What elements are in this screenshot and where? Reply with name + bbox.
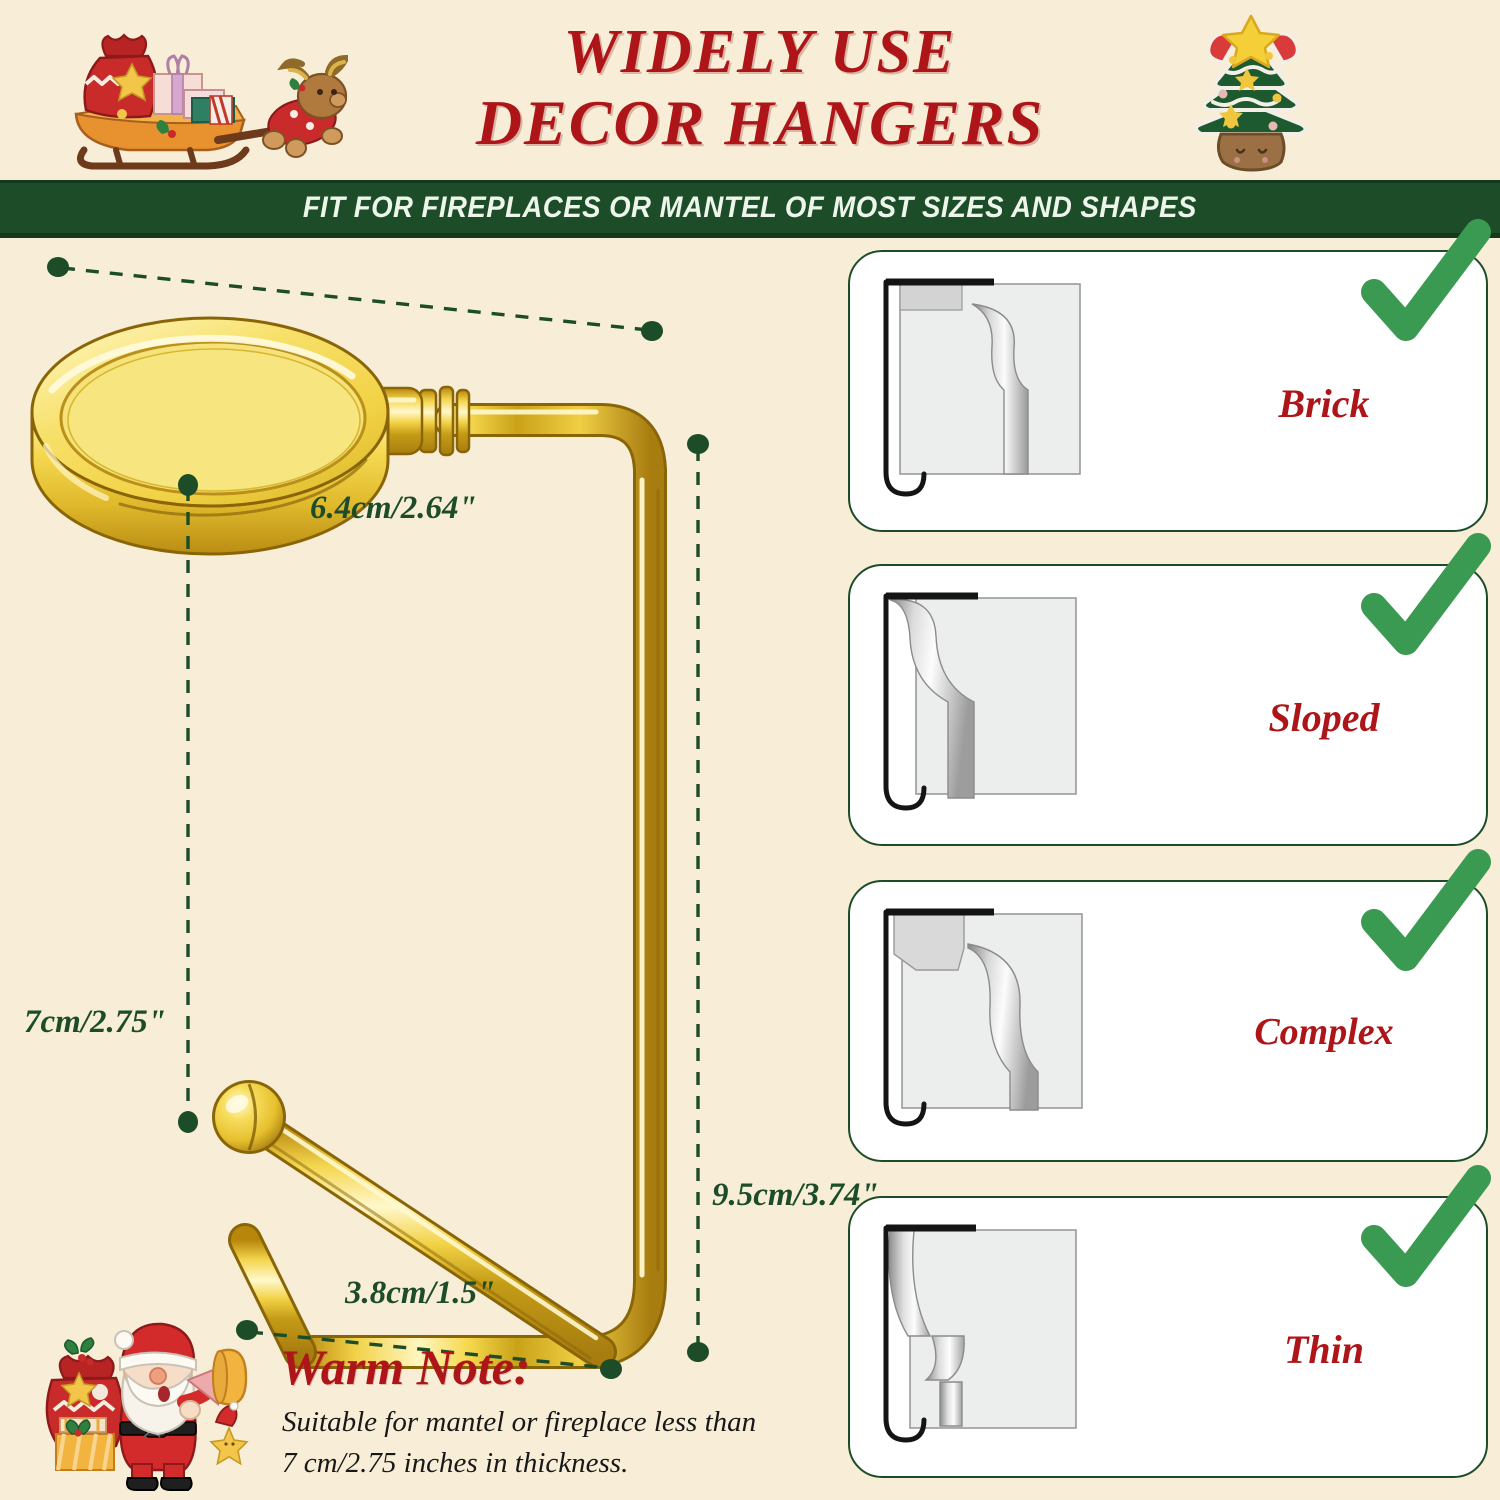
subtitle-banner: FIT FOR FIREPLACES OR MANTEL OF MOST SIZ…	[0, 180, 1500, 238]
card-label-brick: Brick	[1278, 381, 1370, 426]
warm-note-body: Suitable for mantel or fireplace less th…	[282, 1402, 842, 1484]
dimension-label-right: 9.5cm/3.74"	[712, 1177, 879, 1213]
card-complex[interactable]: Complex	[848, 849, 1491, 1162]
green-checkmark-icon	[1361, 1165, 1491, 1287]
sleigh-with-gifts-icon	[74, 33, 348, 170]
green-checkmark-icon	[1361, 219, 1491, 341]
card-sloped[interactable]: Sloped	[848, 533, 1491, 846]
card-brick[interactable]: Brick	[848, 219, 1491, 532]
product-diagram: 6.4cm/2.64" 7cm/2.75" 3.8cm/1.5" 9.5cm/3…	[0, 240, 879, 1500]
warm-note-title: Warm Note:	[280, 1339, 531, 1395]
card-label-complex: Complex	[1254, 1011, 1394, 1053]
title-line-1: WIDELY USE	[563, 18, 957, 86]
christmas-tree-icon	[1194, 14, 1308, 172]
sloped-mantel-profile-icon	[883, 592, 1077, 811]
thin-mantel-profile-icon	[883, 1224, 1077, 1443]
mantel-type-cards: Brick Sloped	[838, 219, 1500, 1500]
gold-hanger-illustration	[30, 257, 709, 1379]
card-label-sloped: Sloped	[1268, 695, 1380, 740]
title-line-2: DECOR HANGERS	[475, 87, 1045, 159]
warm-note-line-2: 7 cm/2.75 inches in thickness.	[282, 1447, 629, 1480]
card-label-thin: Thin	[1283, 1327, 1365, 1372]
banner-text: FIT FOR FIREPLACES OR MANTEL OF MOST SIZ…	[303, 191, 1197, 224]
dimension-label-top: 6.4cm/2.64"	[310, 490, 477, 526]
dimension-anchor-dots	[47, 257, 709, 1379]
header: WIDELY USE DECOR HANGERS	[0, 0, 1500, 182]
page-title: WIDELY USE DECOR HANGERS	[380, 18, 1140, 159]
warm-note: Warm Note: Suitable for mantel or firepl…	[30, 1318, 830, 1498]
complex-mantel-profile-icon	[883, 908, 1083, 1127]
green-checkmark-icon	[1361, 849, 1491, 971]
dimension-label-bottom: 3.8cm/1.5"	[345, 1275, 496, 1311]
green-checkmark-icon	[1361, 533, 1491, 655]
card-thin[interactable]: Thin	[848, 1165, 1491, 1478]
brick-mantel-profile-icon	[883, 278, 1081, 497]
santa-with-megaphone-icon	[45, 1322, 249, 1491]
dimension-label-left: 7cm/2.75"	[24, 1004, 167, 1040]
warm-note-line-1: Suitable for mantel or fireplace less th…	[282, 1406, 757, 1438]
